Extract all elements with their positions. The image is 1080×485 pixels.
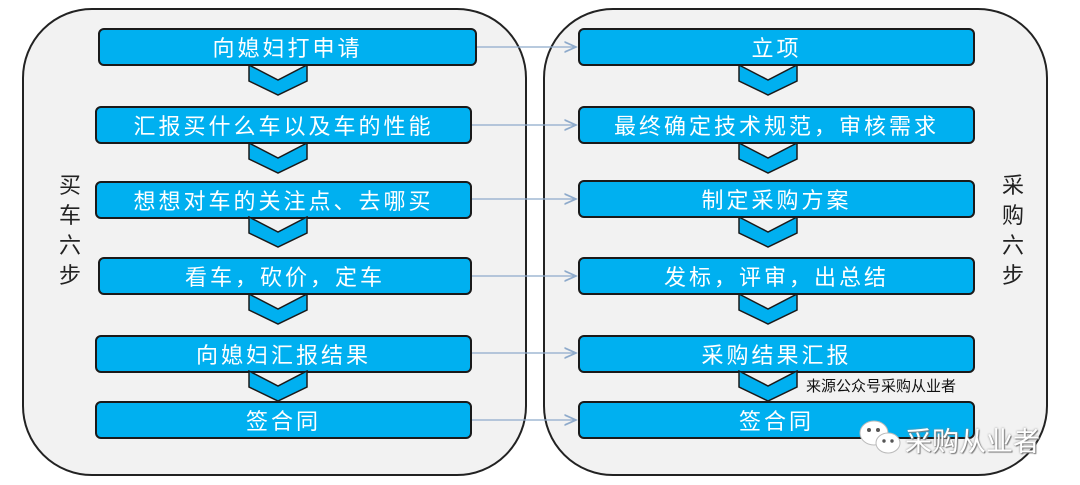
brand-name: 采购从业者: [905, 427, 1040, 458]
right-step-2: 最终确定技术规范，审核需求: [578, 106, 975, 144]
left-step-4: 看车，砍价，定车: [98, 257, 472, 295]
right-step-6: 签合同: [578, 401, 975, 439]
left-step-3: 想想对车的关注点、去哪买: [95, 181, 472, 219]
left-step-5: 向媳妇汇报结果: [95, 335, 472, 373]
right-chevron-down-icon: [738, 293, 798, 325]
left-chevron-down-icon: [248, 216, 308, 248]
wechat-icon: [859, 420, 901, 454]
right-chevron-down-icon: [738, 142, 798, 174]
left-chevron-down-icon: [248, 370, 308, 402]
left-chevron-down-icon: [248, 293, 308, 325]
right-chevron-down-icon: [738, 64, 798, 96]
right-step-3: 制定采购方案: [578, 180, 975, 218]
right-chevron-down-icon: [738, 370, 798, 402]
right-step-5: 采购结果汇报: [578, 335, 975, 373]
right-step-1: 立项: [578, 28, 975, 66]
left-panel-label: 买车六步: [58, 174, 81, 289]
right-chevron-down-icon: [738, 216, 798, 248]
left-chevron-down-icon: [248, 142, 308, 174]
right-panel-label: 采购六步: [1001, 174, 1024, 289]
left-chevron-down-icon: [248, 64, 308, 96]
left-step-1: 向媳妇打申请: [98, 28, 477, 66]
left-step-2: 汇报买什么车以及车的性能: [95, 106, 472, 144]
source-watermark: 来源公众号采购从业者: [806, 377, 957, 395]
right-step-4: 发标，评审，出总结: [578, 257, 975, 295]
left-step-6: 签合同: [95, 401, 472, 439]
right-panel: [543, 8, 1048, 476]
